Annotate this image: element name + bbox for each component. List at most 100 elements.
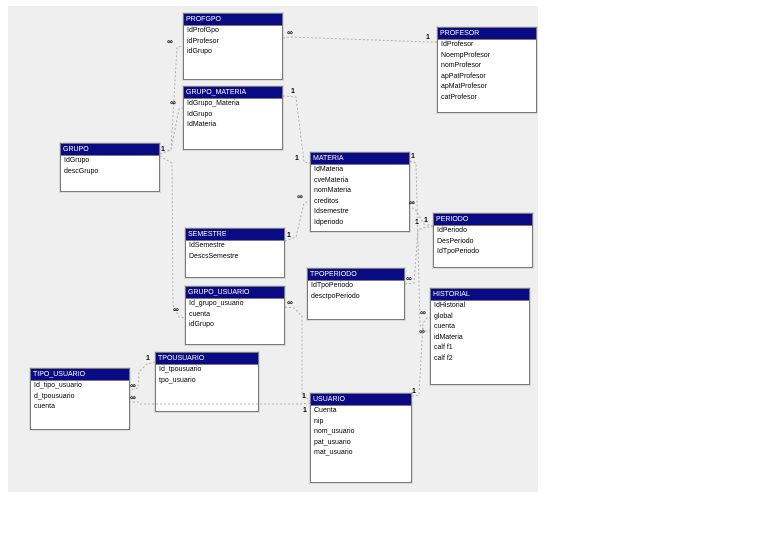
relationship-line-periodo-materia[interactable] (409, 206, 434, 227)
cardinality-many-symbol: ∞ (419, 327, 425, 336)
table-title[interactable]: USUARIO (311, 394, 411, 406)
table-field[interactable]: mat_usuario (314, 449, 353, 456)
table-field[interactable]: Idperiodo (314, 218, 344, 226)
table-title[interactable]: TPOPERIODO (308, 269, 404, 281)
table-field[interactable]: IdMateria (187, 121, 217, 128)
relationship-line-grupo_usuario-usuario[interactable] (284, 306, 311, 402)
cardinality-one-symbol: 1 (146, 355, 150, 362)
cardinality-many-symbol: ∞ (287, 28, 293, 37)
table-title[interactable]: SEMESTRE (186, 229, 284, 241)
table-field[interactable]: apPatProfesor (441, 72, 486, 80)
table-title[interactable]: GRUPO_MATERIA (184, 87, 282, 99)
table-field[interactable]: Id_tipo_usuario (34, 382, 82, 389)
table-title[interactable]: PERIODO (434, 214, 532, 226)
table-field[interactable]: calf f1 (434, 344, 453, 351)
table-title[interactable]: PROFESOR (438, 28, 536, 40)
table-field[interactable]: apMatProfesor (441, 83, 487, 90)
table-field[interactable]: catProfesor (441, 93, 477, 101)
table-field[interactable]: global (434, 312, 453, 320)
table-field[interactable]: nip (314, 417, 324, 425)
table-title[interactable]: HISTORIAL (431, 289, 529, 301)
relationship-line-usuario-historial[interactable] (411, 317, 430, 397)
relationship-line-usuario-tipo_usuario[interactable] (130, 401, 311, 405)
table-field[interactable]: DescsSemestre (189, 252, 239, 260)
relationship-line-grupo_materia-materia[interactable] (282, 95, 311, 164)
table-field[interactable]: NoempProfesor (441, 51, 491, 59)
relationship-line-grupo-grupo_materia[interactable] (159, 107, 184, 155)
table-field[interactable]: IdHistorial (434, 302, 466, 309)
table-field[interactable]: IdGrupo (187, 110, 213, 118)
cardinality-one-symbol: 1 (424, 217, 428, 224)
relationship-line-grupo-profgpo[interactable] (159, 45, 184, 155)
table-field[interactable]: IdPeriodo (437, 227, 467, 234)
cardinality-one-symbol: 1 (426, 34, 430, 41)
table-field[interactable]: IdMateria (314, 166, 344, 173)
table-field[interactable]: Idsemestre (314, 208, 349, 215)
table-field[interactable]: DesPeriodo (437, 237, 474, 245)
cardinality-many-symbol: ∞ (409, 198, 415, 207)
table-field[interactable]: cuenta (189, 310, 211, 318)
table-field[interactable]: IdProfesor (441, 41, 474, 48)
table-field[interactable]: IdTpoPeriodo (437, 248, 480, 255)
table-field[interactable]: descGrupo (64, 167, 99, 175)
cardinality-many-symbol: ∞ (173, 305, 179, 314)
cardinality-one-symbol: 1 (287, 232, 291, 239)
relationship-line-tpoperiodo-periodo[interactable] (404, 226, 433, 285)
table-field[interactable]: calf f2 (434, 354, 453, 362)
table-field[interactable]: IdProfGpo (187, 27, 219, 34)
table-field[interactable]: creditos (314, 197, 339, 205)
table-field[interactable]: Id_grupo_usuario (189, 300, 244, 307)
cardinality-one-symbol: 1 (412, 388, 416, 395)
table-title[interactable]: GRUPO_USUARIO (186, 287, 284, 299)
table-field[interactable]: IdTpoPeriodo (311, 282, 354, 289)
table-field[interactable]: IdGrupo (64, 157, 90, 164)
relationship-line-semestre-materia[interactable] (284, 200, 311, 242)
relationship-line-grupo-grupo_usuario[interactable] (159, 155, 186, 319)
cardinality-many-symbol: ∞ (170, 98, 176, 107)
table-field[interactable]: cuenta (34, 403, 56, 410)
table-field[interactable]: IdSemestre (189, 242, 225, 249)
cardinality-one-symbol: 1 (295, 155, 299, 162)
table-field[interactable]: IdGrupo_Materia (187, 100, 240, 107)
cardinality-many-symbol: ∞ (297, 192, 303, 201)
table-field[interactable]: nom_usuario (314, 428, 355, 435)
table-field[interactable]: Id_tpousuario (159, 366, 202, 373)
table-field[interactable]: d_tpousuario (34, 392, 75, 400)
table-field[interactable]: pat_usuario (314, 438, 351, 446)
table-title[interactable]: GRUPO (61, 144, 159, 156)
table-field[interactable]: nomProfesor (441, 62, 482, 69)
table-field[interactable]: tpo_usuario (159, 376, 196, 384)
relationship-line-profgpo-profesor[interactable] (282, 36, 437, 43)
table-title[interactable]: TIPO_USUARIO (31, 369, 129, 381)
table-field[interactable]: nomMateria (314, 187, 351, 194)
table-field[interactable]: idProfesor (187, 37, 219, 45)
relationship-line-materia-historial[interactable] (409, 160, 430, 332)
table-field[interactable]: idMateria (434, 333, 463, 341)
table-field[interactable]: Cuenta (314, 407, 337, 414)
table-field[interactable]: desctpoPeriodo (311, 292, 360, 300)
table-field[interactable]: cveMateria (314, 176, 349, 184)
cardinality-many-symbol: ∞ (130, 381, 136, 390)
relationship-line-tpousuario-tipo_usuario[interactable] (129, 361, 156, 391)
table-title[interactable]: PROFGPO (184, 14, 282, 26)
table-field[interactable]: idGrupo (189, 321, 214, 328)
table-field[interactable]: idGrupo (187, 48, 212, 55)
table-title[interactable]: TPOUSUARIO (156, 353, 258, 365)
cardinality-one-symbol: 1 (291, 88, 295, 95)
table-title[interactable]: MATERIA (311, 153, 409, 165)
table-field[interactable]: cuenta (434, 323, 456, 330)
